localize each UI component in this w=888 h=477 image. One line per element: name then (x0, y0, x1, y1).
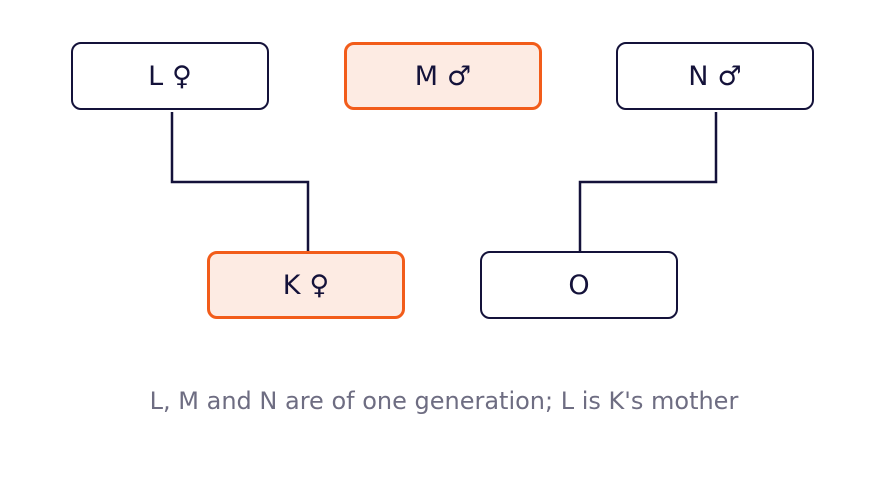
person-label-l: L (148, 60, 164, 92)
person-label-m: M (414, 60, 439, 92)
female-symbol-icon: ♀ (172, 60, 192, 92)
person-label-k: K (282, 269, 301, 301)
person-label-n: N (688, 60, 709, 92)
person-node-k: K ♀ (207, 251, 405, 319)
diagram-caption: L, M and N are of one generation; L is K… (149, 387, 739, 415)
female-symbol-icon: ♀ (309, 269, 330, 301)
person-node-o: O (480, 251, 678, 319)
person-label-o: O (568, 269, 590, 301)
person-node-n: N ♂ (616, 42, 814, 110)
person-node-m: M ♂ (344, 42, 542, 110)
person-node-l: L ♀ (71, 42, 269, 110)
male-symbol-icon: ♂ (717, 60, 742, 92)
connector-n-to-o (578, 112, 718, 251)
male-symbol-icon: ♂ (447, 60, 472, 92)
connector-l-to-k (170, 112, 310, 251)
